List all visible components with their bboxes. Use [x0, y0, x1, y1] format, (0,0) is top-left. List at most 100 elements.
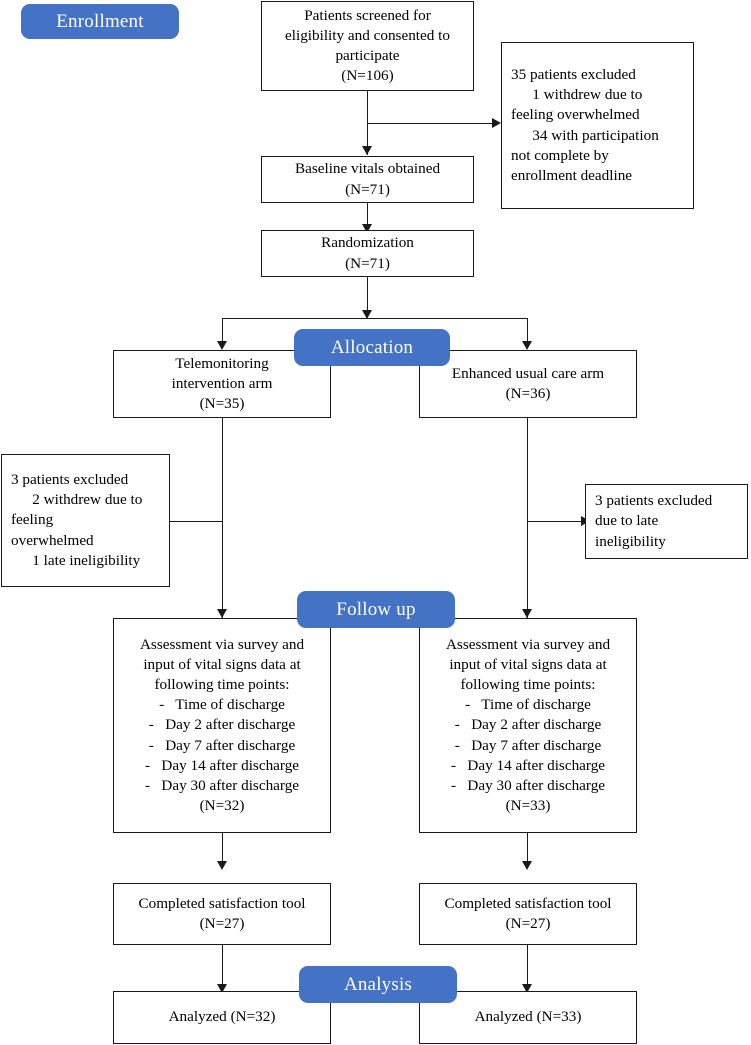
line: (N=106) — [341, 67, 394, 85]
stage-badge-analysis-label: Analysis — [343, 973, 413, 995]
line: (N=32) — [199, 797, 245, 815]
arrowhead-analyzed-right — [522, 984, 532, 993]
line: following time points: — [154, 675, 290, 693]
node-arm-intervention: Telemonitoring intervention arm (N=35) — [113, 350, 331, 418]
line: 2 withdrew due to — [32, 491, 143, 509]
node-assessment-right: Assessment via survey and input of vital… — [419, 618, 637, 833]
connector-arm-left-down — [222, 418, 223, 618]
node-satisfaction-right: Completed satisfaction tool (N=27) — [419, 883, 637, 945]
line: ineligibility — [595, 532, 666, 550]
line: intervention arm — [171, 374, 273, 392]
arrowhead-satisfaction-left — [217, 861, 227, 870]
node-randomization-text: Randomization (N=71) — [262, 231, 473, 275]
line: overwhelmed — [11, 531, 94, 549]
connector-screened-to-baseline — [367, 90, 368, 155]
line: Randomization — [321, 234, 414, 252]
connector-randomization-down — [367, 277, 368, 319]
stage-badge-enrollment: Enrollment — [21, 4, 179, 39]
connector-assessment-left-to-satisfaction — [222, 833, 223, 867]
node-satisfaction-left: Completed satisfaction tool (N=27) — [113, 883, 331, 945]
arrowhead-arm-control — [522, 341, 532, 350]
line: input of vital signs data at — [449, 655, 607, 673]
node-screened: Patients screened for eligibility and co… — [261, 1, 474, 91]
node-randomization: Randomization (N=71) — [261, 230, 474, 277]
node-baseline-text: Baseline vitals obtained (N=71) — [262, 157, 473, 201]
stage-badge-allocation: Allocation — [294, 329, 450, 366]
connector-arm-right-to-excluded — [527, 521, 583, 522]
line: enrollment deadline — [511, 166, 633, 184]
line: following time points: — [460, 675, 596, 693]
line: (N=27) — [199, 915, 245, 932]
line: Analyzed (N=33) — [474, 1008, 582, 1026]
line: (N=35) — [199, 395, 245, 413]
line: (N=33) — [505, 797, 551, 815]
line: 3 patients excluded — [595, 492, 713, 510]
arrowhead-analyzed-left — [217, 984, 227, 993]
line: Telemonitoring — [175, 354, 269, 372]
connector-satisfaction-right-to-analyzed — [527, 945, 528, 991]
line: - Day 14 after discharge — [450, 756, 606, 774]
line: Assessment via survey and — [139, 635, 305, 653]
line: feeling — [11, 511, 54, 529]
node-excluded-left: 3 patients excluded 2 withdrew due to fe… — [1, 454, 170, 587]
line: - Day 30 after discharge — [144, 777, 300, 795]
connector-screened-to-excluded — [367, 123, 494, 124]
arrowhead-randomization — [362, 224, 372, 233]
line: - Time of discharge — [159, 696, 285, 714]
line: 1 late ineligibility — [32, 551, 141, 569]
node-excluded-screening-text: 35 patients excluded 1 withdrew due to f… — [502, 63, 693, 188]
line: input of vital signs data at — [143, 655, 301, 673]
line: 34 with participation — [532, 126, 659, 144]
connector-split-left — [222, 318, 223, 348]
line: 3 patients excluded — [11, 470, 129, 488]
node-arm-control: Enhanced usual care arm (N=36) — [419, 350, 637, 418]
line: (N=71) — [345, 180, 390, 198]
line: Enhanced usual care arm — [451, 364, 605, 382]
stage-badge-analysis: Analysis — [299, 966, 457, 1003]
arrowhead-excluded-screening — [492, 118, 501, 128]
stage-badge-enrollment-label: Enrollment — [56, 10, 144, 32]
arrowhead-baseline — [362, 146, 372, 155]
node-satisfaction-left-text: Completed satisfaction tool (N=27) — [114, 892, 330, 936]
line: (N=27) — [505, 915, 551, 932]
connector-arm-right-down — [527, 418, 528, 618]
line: - Day 7 after discharge — [148, 736, 296, 754]
line: 1 withdrew due to — [532, 86, 643, 104]
node-excluded-left-text: 3 patients excluded 2 withdrew due to fe… — [2, 468, 169, 573]
line: - Day 14 after discharge — [144, 756, 300, 774]
line: Analyzed (N=32) — [168, 1008, 276, 1026]
connector-assessment-right-to-satisfaction — [527, 833, 528, 867]
stage-badge-followup: Follow up — [297, 591, 455, 628]
node-arm-intervention-text: Telemonitoring intervention arm (N=35) — [114, 352, 330, 417]
line: Completed satisfaction tool — [138, 894, 306, 912]
line: - Day 2 after discharge — [454, 716, 602, 734]
node-assessment-left-text: Assessment via survey and input of vital… — [114, 633, 330, 819]
line: (N=71) — [345, 254, 390, 272]
line: due to late — [595, 512, 659, 530]
node-assessment-left: Assessment via survey and input of vital… — [113, 618, 331, 833]
arrowhead-satisfaction-right — [522, 861, 532, 870]
node-arm-control-text: Enhanced usual care arm (N=36) — [420, 362, 636, 406]
connector-baseline-to-randomization — [367, 203, 368, 229]
line: Patients screened for — [304, 6, 431, 24]
connector-split-right — [527, 318, 528, 348]
line: (N=36) — [505, 385, 551, 402]
stage-badge-allocation-label: Allocation — [330, 336, 414, 358]
line: - Time of discharge — [465, 696, 591, 714]
line: Assessment via survey and — [445, 635, 611, 653]
node-analyzed-right: Analyzed (N=33) — [419, 991, 637, 1044]
stage-badge-followup-label: Follow up — [336, 598, 416, 620]
line: - Day 2 after discharge — [148, 716, 296, 734]
arrowhead-assessment-left — [217, 609, 227, 618]
line: Completed satisfaction tool — [444, 894, 612, 912]
node-screened-text: Patients screened for eligibility and co… — [262, 4, 473, 89]
node-assessment-right-text: Assessment via survey and input of vital… — [420, 633, 636, 819]
line: feeling overwhelmed — [511, 106, 640, 124]
connector-allocation-split-bar — [222, 318, 528, 319]
node-excluded-right: 3 patients excluded due to late ineligib… — [585, 484, 748, 559]
connector-satisfaction-left-to-analyzed — [222, 945, 223, 991]
node-baseline: Baseline vitals obtained (N=71) — [261, 156, 474, 203]
line: eligibility and consented to — [285, 26, 450, 44]
node-analyzed-left-text: Analyzed (N=32) — [114, 1005, 330, 1029]
